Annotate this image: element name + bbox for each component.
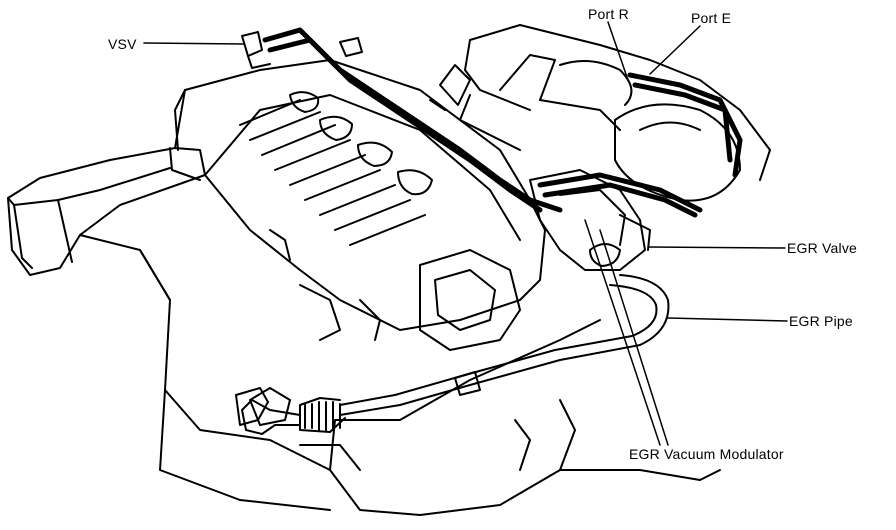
intake-manifold-body [139,249,721,516]
egr-vacuum-modulator-label: EGR Vacuum Modulator [629,446,784,462]
vsv-component [241,31,363,69]
leader-vsv [143,42,245,45]
leader-lines [143,21,788,446]
egr-valve-label: EGR Valve [787,240,858,256]
egr-pipe-label: EGR Pipe [789,313,853,329]
port-r-label: Port R [588,6,629,22]
leader-egr-modulator [584,219,661,446]
throttle-body [269,229,521,351]
leader-port-r [607,21,629,81]
vsv-label: VSV [108,36,137,52]
leader-egr-modulator-2 [599,229,669,446]
egr-pipe-tube [235,274,670,435]
valve-cover [169,59,546,331]
leader-egr-pipe [667,317,788,322]
leader-port-e [649,25,701,75]
vacuum-hoses [262,27,743,218]
port-e-label: Port E [691,10,732,26]
leader-egr-valve [647,246,786,249]
